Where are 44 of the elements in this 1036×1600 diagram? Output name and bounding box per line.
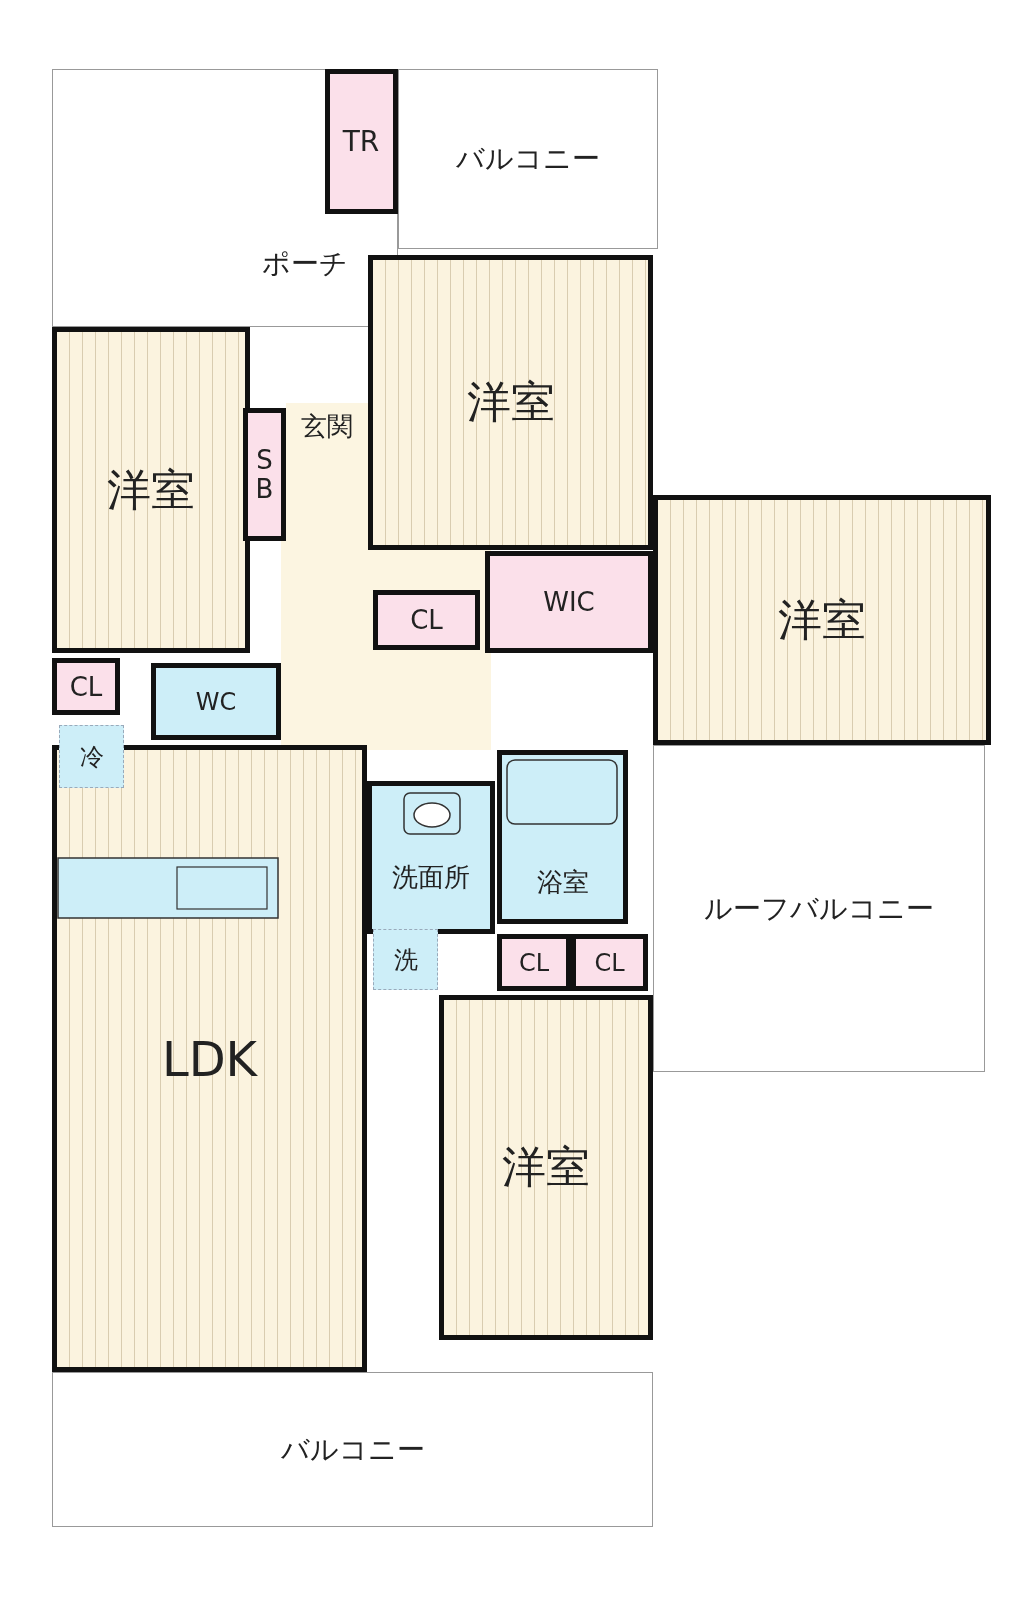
room-label: CL — [518, 948, 550, 977]
balcony-area — [52, 69, 398, 327]
entrance-area — [286, 403, 368, 490]
room-area — [368, 255, 653, 550]
room-label: TR — [342, 124, 380, 158]
wet-area — [151, 663, 281, 740]
room-area — [52, 745, 367, 1372]
closet-area — [324, 68, 398, 214]
room-label: CL — [410, 605, 443, 635]
room-label: SB — [254, 445, 275, 504]
room-label: 洗 — [393, 944, 418, 976]
room-label: 洋室 — [466, 375, 555, 429]
wet-area — [367, 781, 495, 934]
room-label: ポーチ — [262, 246, 348, 282]
wet-area — [497, 750, 628, 924]
room-label: 浴室 — [536, 865, 589, 899]
room-label: WC — [195, 687, 237, 716]
closet-area — [52, 658, 120, 715]
balcony-area — [653, 745, 985, 1072]
closet-area — [485, 551, 653, 653]
wet-area — [59, 725, 124, 788]
closet-area — [571, 934, 648, 991]
room-label: 洋室 — [778, 592, 866, 647]
room-label: ルーフバルコニー — [704, 890, 934, 927]
balcony-area — [398, 69, 658, 249]
room-label: CL — [69, 671, 103, 702]
room-area — [52, 327, 250, 653]
room-label: 洋室 — [107, 462, 195, 517]
room-label: 洋室 — [502, 1140, 590, 1194]
closet-area — [373, 590, 480, 650]
room-label: 洗面所 — [392, 861, 470, 894]
room-label: 冷 — [79, 741, 104, 773]
closet-area — [243, 408, 286, 541]
room-area — [653, 495, 991, 745]
room-area — [439, 995, 653, 1340]
room-label: LDK — [161, 1030, 258, 1087]
wet-area — [373, 929, 438, 990]
room-label: 玄関 — [301, 410, 353, 443]
room-label: CL — [594, 948, 625, 977]
closet-area — [497, 934, 571, 991]
room-label: WIC — [543, 587, 595, 617]
room-label: バルコニー — [456, 141, 600, 177]
balcony-area — [52, 1372, 653, 1527]
room-label: バルコニー — [280, 1431, 425, 1468]
